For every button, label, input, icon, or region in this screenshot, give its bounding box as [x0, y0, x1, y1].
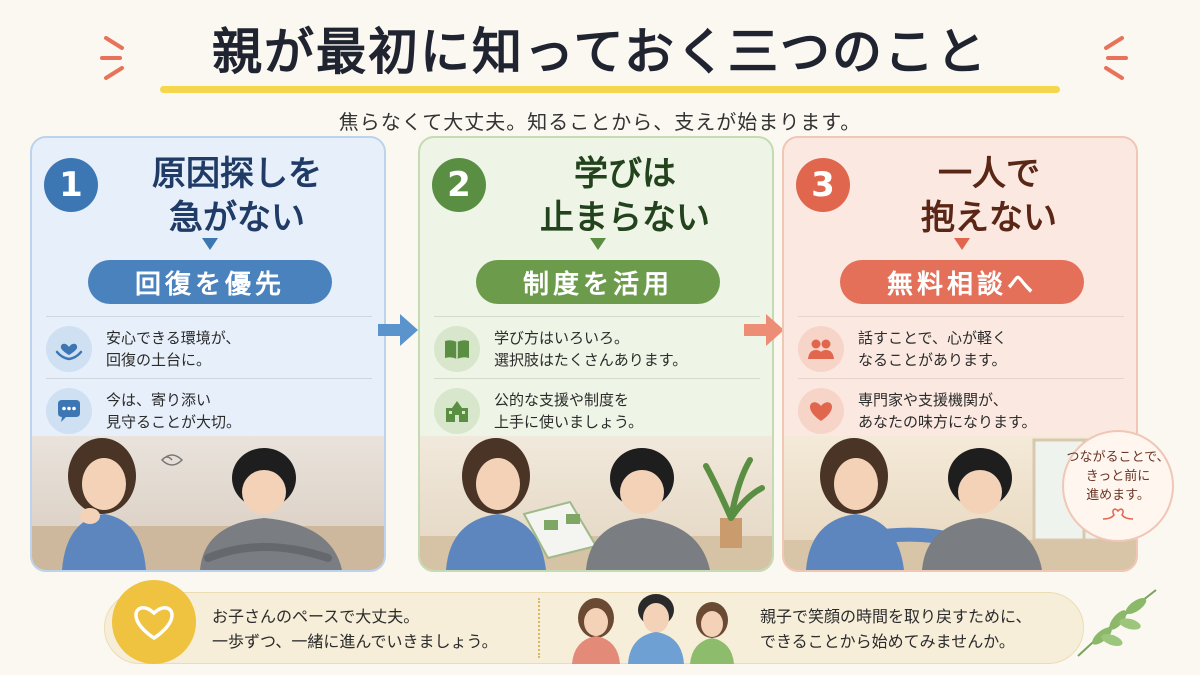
step-number: 2: [432, 158, 486, 212]
speech-bubble-icon: [46, 388, 92, 434]
down-arrow-icon: [202, 238, 218, 250]
heart-hands-icon: [46, 326, 92, 372]
page-title: 親が最初に知っておく三つのこと: [212, 23, 988, 81]
step-number: 3: [796, 158, 850, 212]
card-heading: 原因探しを 急がない: [152, 154, 322, 238]
card-item: 今は、寄り添い 見守ることが大切。: [46, 382, 376, 440]
sparkle-icon: [1104, 36, 1128, 80]
banner-message-left: お子さんのペースで大丈夫。 一歩ずつ、一緒に進んでいきましょう。: [212, 607, 498, 651]
right-arrow-icon: [744, 314, 784, 346]
divider: [798, 316, 1124, 317]
card-2: 2 学びは 止まらない 制度を活用 学び方はいろいろ。 選択肢はたくさんあります…: [418, 136, 774, 572]
illustration-parent-child-reading: [420, 436, 772, 570]
item-text: 今は、寄り添い 見守ることが大切。: [106, 391, 242, 431]
card-1: 1 原因探しを 急がない 回復を優先 安心できる環境が、 回復の土台に。 今は、…: [30, 136, 386, 572]
heart-line-icon: [1102, 507, 1134, 520]
divider: [798, 378, 1124, 379]
card-pill: 回復を優先: [88, 260, 332, 304]
card-item: 安心できる環境が、 回復の土台に。: [46, 320, 376, 378]
illustration-worried-parent-child: [32, 436, 384, 570]
divider: [434, 378, 760, 379]
card-item: 話すことで、心が軽く なることがあります。: [798, 320, 1128, 378]
right-arrow-icon: [378, 314, 418, 346]
card-heading: 一人で 抱えない: [921, 154, 1057, 238]
down-arrow-icon: [590, 238, 606, 250]
bubble-text: つながることで、 きっと前に 進めます。: [1066, 449, 1170, 503]
banner-message-right: 親子で笑顔の時間を取り戻すために、 できることから始めてみませんか。: [760, 607, 1032, 651]
item-text: 安心できる環境が、 回復の土台に。: [106, 329, 241, 369]
down-arrow-icon: [954, 238, 970, 250]
title-underline: [160, 86, 1060, 93]
card-item: 専門家や支援機関が、 あなたの味方になります。: [798, 382, 1128, 440]
divider: [46, 316, 372, 317]
book-icon: [434, 326, 480, 372]
people-icon: [798, 326, 844, 372]
step-number: 1: [44, 158, 98, 212]
divider: [46, 378, 372, 379]
sparkle-icon: [100, 36, 124, 80]
page-subtitle: 焦らなくて大丈夫。知ることから、支えが始まります。: [338, 110, 862, 134]
school-building-icon: [434, 388, 480, 434]
item-text: 専門家や支援機関が、 あなたの味方になります。: [858, 391, 1037, 431]
family-illustration: [572, 594, 734, 664]
item-text: 学び方はいろいろ。 選択肢はたくさんあります。: [494, 329, 688, 369]
encouragement-bubble: つながることで、 きっと前に 進めます。: [1062, 430, 1174, 542]
card-item: 学び方はいろいろ。 選択肢はたくさんあります。: [434, 320, 764, 378]
item-text: 話すことで、心が軽く なることがあります。: [858, 329, 1007, 369]
leaf-branch-icon: [1077, 589, 1157, 657]
banner-separator: [538, 598, 540, 658]
card-heading: 学びは 止まらない: [540, 154, 710, 238]
card-item: 公的な支援や制度を 上手に使いましょう。: [434, 382, 764, 440]
heart-icon: [798, 388, 844, 434]
item-text: 公的な支援や制度を 上手に使いましょう。: [494, 391, 644, 431]
heart-icon: [112, 580, 196, 664]
divider: [434, 316, 760, 317]
card-pill: 制度を活用: [476, 260, 720, 304]
card-pill: 無料相談へ: [840, 260, 1084, 304]
